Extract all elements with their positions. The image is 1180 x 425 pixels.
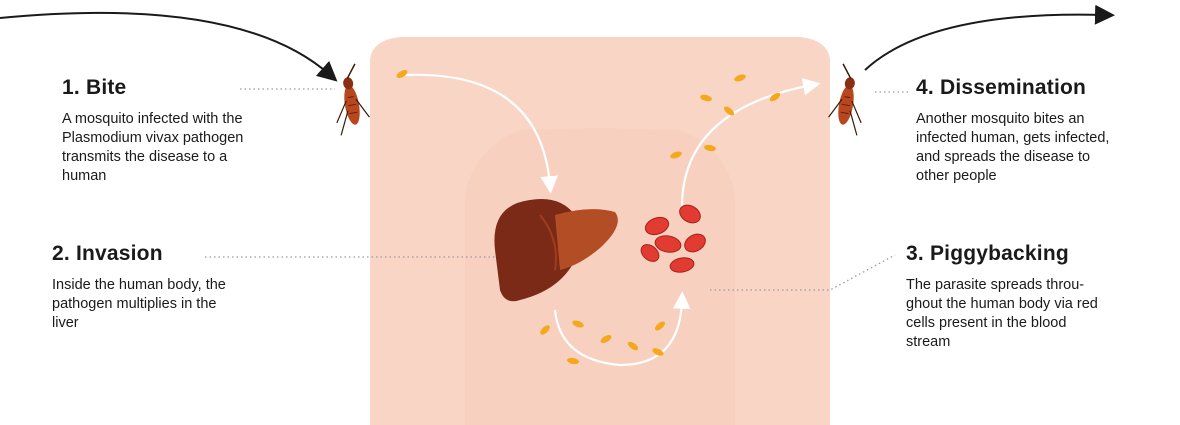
step-title: 3. Piggybacking <box>906 242 1168 266</box>
step-dissemination: 4. Dissemination Another mosquito bites … <box>916 76 1178 186</box>
step-bite: 1. Bite A mosquito infected with the Pla… <box>62 76 322 186</box>
entry-arrow-icon <box>0 13 330 75</box>
desc-line: cells present in the blood <box>906 315 1066 331</box>
desc-line: human <box>62 168 106 184</box>
desc-line: other people <box>916 168 997 184</box>
step-piggybacking: 3. Piggybacking The parasite spreads thr… <box>906 242 1168 352</box>
desc-line: Plasmodium vivax pathogen <box>62 130 243 146</box>
step-invasion: 2. Invasion Inside the human body, the p… <box>52 242 302 333</box>
step-description: The parasite spreads throu- ghout the hu… <box>906 276 1168 352</box>
exit-arrow-icon <box>865 15 1105 70</box>
desc-line: stream <box>906 334 950 350</box>
step-title: 2. Invasion <box>52 242 302 266</box>
step-description: Another mosquito bites an infected human… <box>916 110 1178 186</box>
step-title: 1. Bite <box>62 76 322 100</box>
desc-line: pathogen multiplies in the <box>52 296 216 312</box>
step-description: Inside the human body, the pathogen mult… <box>52 276 302 333</box>
step-description: A mosquito infected with the Plasmodium … <box>62 110 322 186</box>
desc-line: Inside the human body, the <box>52 277 226 293</box>
mosquito-icon <box>826 63 870 136</box>
desc-line: infected human, gets infected, <box>916 130 1109 146</box>
desc-line: The parasite spreads throu- <box>906 277 1084 293</box>
desc-line: transmits the disease to a <box>62 149 227 165</box>
desc-line: and spreads the disease to <box>916 149 1090 165</box>
desc-line: A mosquito infected with the <box>62 111 243 127</box>
mosquito-icon <box>327 63 371 136</box>
desc-line: liver <box>52 315 79 331</box>
desc-line: ghout the human body via red <box>906 296 1098 312</box>
step-title: 4. Dissemination <box>916 76 1178 100</box>
desc-line: Another mosquito bites an <box>916 111 1084 127</box>
